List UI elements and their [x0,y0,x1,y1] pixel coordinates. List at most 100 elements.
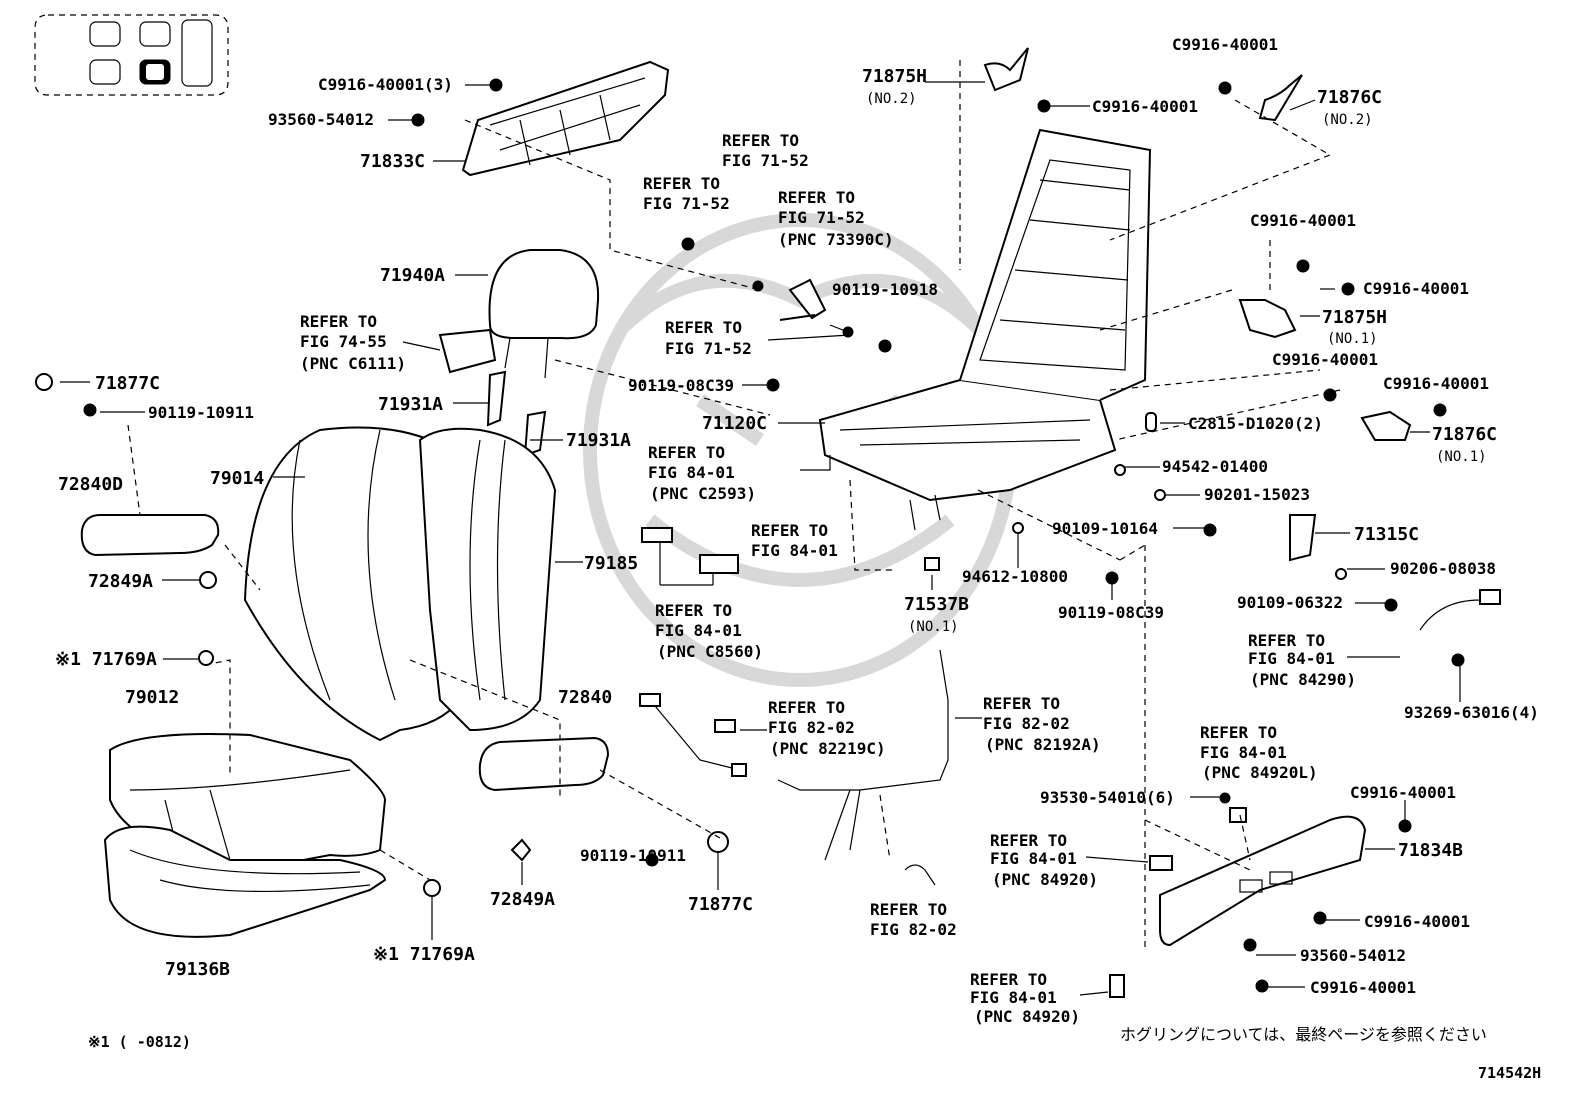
label-71931A-a: 71931A [378,394,443,415]
label-refer-84-01-a2: FIG 84-01 [648,463,735,482]
label-71120C: 71120C [702,413,767,434]
part-71876C-no2 [1258,74,1303,122]
label-refer-84-01-e1: REFER TO [1200,723,1277,742]
label-refer-84-01-c3: (PNC C8560) [657,642,763,661]
part-71876C-no1 [1360,410,1412,441]
label-71876C-no1: 71876C [1432,424,1497,445]
label-90119-08C39-top: 90119-08C39 [628,376,734,395]
label-93269-63016: 93269-63016(4) [1404,703,1539,722]
label-refer-71-52-c1: REFER TO [778,188,855,207]
assembly-guide-lines [127,60,1341,950]
label-refer-74-55-1: REFER TO [300,312,377,331]
label-c9916-40001-h: C9916-40001 [1364,912,1470,931]
part-72840D-armrest [80,514,220,557]
label-71877C-top: 71877C [95,373,160,394]
label-71876C-no2: 71876C [1317,87,1382,108]
part-71940A-headrest [488,249,600,379]
part-71120C-seat-frame [800,128,1152,531]
part-labels: C9916-40001(3) 93560-54012 71833C 71875H… [55,35,1541,1082]
label-refer-71-52-d2: FIG 71-52 [665,339,752,358]
label-refer-84-01-g1: REFER TO [970,970,1047,989]
label-90119-10911-b: 90119-10911 [580,846,686,865]
japanese-note: ホグリングについては、最終ページを参照ください [1120,1025,1487,1044]
label-refer-74-55-2: FIG 74-55 [300,332,387,351]
label-refer-84-01-d1: REFER TO [1248,631,1325,650]
label-refer-84-01-c1: REFER TO [655,601,732,620]
label-refer-84-01-c2: FIG 84-01 [655,621,742,640]
label-72849A-top: 72849A [88,571,153,592]
part-71315C-bracket [1289,514,1317,562]
label-refer-71-52-d1: REFER TO [665,318,742,337]
part-switch-c8560 [641,527,673,543]
figure-code: 714542H [1478,1064,1541,1082]
label-72840D: 72840D [58,474,123,495]
label-90119-10918: 90119-10918 [832,280,938,299]
label-no2-b: (NO.2) [1322,112,1373,128]
label-refer-84-01-g2: FIG 84-01 [970,988,1057,1007]
label-71931A-b: 71931A [566,430,631,451]
label-refer-84-01-d3: (PNC 84290) [1250,670,1356,689]
label-71875H-no1: 71875H [1322,307,1387,328]
label-refer-82-02-c1: REFER TO [870,900,947,919]
label-71769A-top: ※1 71769A [55,649,157,670]
label-71833C: 71833C [360,151,425,172]
label-71940A: 71940A [380,265,445,286]
label-71877C-b: 71877C [688,894,753,915]
label-no1-a: (NO.1) [1327,331,1378,347]
label-refer-84-01-f3: (PNC 84920) [992,870,1098,889]
part-79136B-cushion-pad [103,825,387,938]
part-71834B-side-shield [1159,815,1367,947]
label-refer-84-01-e3: (PNC 84920L) [1202,763,1318,782]
label-90109-06322: 90109-06322 [1237,593,1343,612]
label-93560-54012-b: 93560-54012 [1300,946,1406,965]
label-refer-84-01-a3: (PNC C2593) [650,484,756,503]
label-refer-82-02-b2: FIG 82-02 [983,714,1070,733]
label-72849A-b: 72849A [490,889,555,910]
label-no1-c: (NO.1) [908,619,959,635]
label-90119-08C39-b: 90119-08C39 [1058,603,1164,622]
label-90109-10164: 90109-10164 [1052,519,1158,538]
label-94612-10800: 94612-10800 [962,567,1068,586]
label-refer-82-02-c2: FIG 82-02 [870,920,957,939]
label-refer-82-02-a1: REFER TO [768,698,845,717]
label-refer-84-01-g3: (PNC 84920) [974,1007,1080,1026]
label-90201-15023: 90201-15023 [1204,485,1310,504]
leader-lines [60,81,1461,996]
label-refer-84-01-f2: FIG 84-01 [990,849,1077,868]
label-72840: 72840 [558,687,612,708]
part-71931A-guides [486,370,547,457]
label-79012: 79012 [125,687,179,708]
label-c9916-40001-d: C9916-40001 [1363,279,1469,298]
label-refer-82-02-a3: (PNC 82219C) [770,739,886,758]
label-71875H-no2: 71875H [862,66,927,87]
label-c9916-40001-e: C9916-40001 [1272,350,1378,369]
label-94542-01400: 94542-01400 [1162,457,1268,476]
part-72840-armrest [478,736,610,792]
label-refer-82-02-a2: FIG 82-02 [768,718,855,737]
label-c9916-40001-i: C9916-40001 [1310,978,1416,997]
label-refer-82-02-b1: REFER TO [983,694,1060,713]
label-refer-84-01-b1: REFER TO [751,521,828,540]
label-refer-71-52-a1: REFER TO [722,131,799,150]
label-71834B: 71834B [1398,840,1463,861]
part-buckle [779,278,827,321]
label-refer-74-55-3: (PNC C6111) [300,354,406,373]
part-71875H-no2 [983,47,1029,92]
label-79136B: 79136B [165,959,230,980]
label-refer-84-01-f1: REFER TO [990,831,1067,850]
label-c9916-40001-f: C9916-40001 [1383,374,1489,393]
part-71833C-panel [461,60,670,177]
label-90119-10911-top: 90119-10911 [148,403,254,422]
label-refer-84-01-e2: FIG 84-01 [1200,743,1287,762]
part-wire-harness [639,589,1501,886]
label-refer-71-52-a2: FIG 71-52 [722,151,809,170]
label-c9916-40001-a: C9916-40001 [1172,35,1278,54]
part-label-plate [438,328,497,374]
label-93560-54012-top: 93560-54012 [268,110,374,129]
label-refer-82-02-b3: (PNC 82192A) [985,735,1101,754]
part-switch-c2593 [699,554,739,574]
label-refer-71-52-b2: FIG 71-52 [643,194,730,213]
label-refer-84-01-b2: FIG 84-01 [751,541,838,560]
label-71769A-b: ※1 71769A [373,944,475,965]
